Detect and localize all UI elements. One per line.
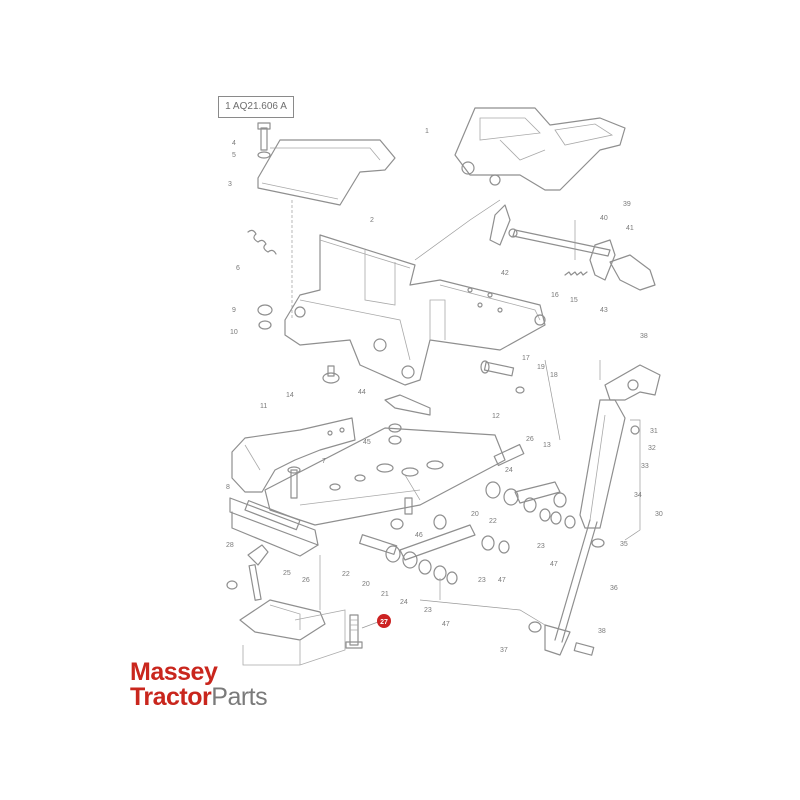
callout-label: 34 — [634, 492, 642, 499]
callout-label: 9 — [232, 307, 236, 314]
shaft-40 — [508, 228, 611, 257]
callout-label: 40 — [600, 215, 608, 222]
callout-label: 38 — [640, 333, 648, 340]
bolt-19 — [515, 386, 525, 394]
nut-9 — [257, 304, 273, 316]
front-bar-8 — [229, 497, 319, 557]
bolt-27 — [345, 614, 363, 649]
callout-labels: 4 5 3 1 2 6 39 40 41 42 16 15 43 9 10 38… — [226, 128, 663, 654]
link-chain-upper — [485, 443, 576, 529]
callout-label: 28 — [226, 542, 234, 549]
callout-label: 33 — [641, 463, 649, 470]
pin-28 — [247, 544, 269, 601]
callout-label: 19 — [537, 364, 545, 371]
callout-27-text: 27 — [380, 619, 388, 626]
callout-label: 31 — [650, 428, 658, 435]
callout-label: 44 — [358, 389, 366, 396]
callout-label: 47 — [442, 621, 450, 628]
pin-17 — [480, 360, 515, 377]
callout-label: 3 — [228, 181, 232, 188]
callout-label: 35 — [620, 541, 628, 548]
callout-label: 14 — [286, 392, 294, 399]
pin-7 — [287, 466, 301, 499]
bracket-44 — [384, 394, 431, 416]
callout-label: 21 — [381, 591, 389, 598]
washer-10 — [258, 320, 272, 330]
callout-label: 25 — [283, 570, 291, 577]
bracket-38 — [604, 364, 661, 401]
main-bracket — [284, 234, 546, 386]
lever-41 — [609, 254, 656, 291]
lever-43 — [589, 239, 616, 281]
callout-label: 20 — [471, 511, 479, 518]
callout-label: 2 — [370, 217, 374, 224]
callout-label: 1 — [425, 128, 429, 135]
callout-label: 22 — [489, 518, 497, 525]
cover-plate — [257, 139, 396, 206]
callout-label: 45 — [363, 439, 371, 446]
lever-42 — [489, 204, 511, 246]
bar-dashed — [242, 609, 346, 666]
brand-word-tractor: Tractor — [130, 683, 212, 711]
callout-label: 17 — [522, 355, 530, 362]
callout-label: 24 — [400, 599, 408, 606]
callout-label: 30 — [655, 511, 663, 518]
callout-label: 43 — [600, 307, 608, 314]
callout-label: 20 — [362, 581, 370, 588]
top-assembly — [454, 107, 626, 191]
callout-label: 12 — [492, 413, 500, 420]
callout-label: 23 — [478, 577, 486, 584]
callout-label: 47 — [550, 561, 558, 568]
callout-label: 13 — [543, 442, 551, 449]
callout-label: 16 — [551, 292, 559, 299]
callout-label: 8 — [226, 484, 230, 491]
callout-label: 26 — [302, 577, 310, 584]
link-chain-lower — [359, 514, 510, 585]
leader-lines — [270, 147, 641, 626]
clip-25 — [226, 580, 238, 590]
callout-label: 38 — [598, 628, 606, 635]
callout-label: 10 — [230, 329, 238, 336]
brand-word-parts: Parts — [211, 683, 268, 711]
knob-14 — [322, 365, 340, 384]
spring-6 — [247, 229, 277, 255]
callout-27-highlight[interactable]: 27 — [361, 614, 391, 629]
callout-label: 42 — [501, 270, 509, 277]
callout-label: 41 — [626, 225, 634, 232]
callout-label: 7 — [322, 458, 326, 465]
brand-line-1: Massey — [130, 658, 218, 686]
brand-logo[interactable]: Massey TractorParts — [130, 660, 300, 710]
drawbar-plate-12 — [264, 427, 506, 526]
callout-label: 32 — [648, 445, 656, 452]
callout-label: 11 — [260, 403, 267, 410]
callout-label: 23 — [537, 543, 545, 550]
bracket-26 — [239, 599, 326, 641]
callout-27-marker[interactable] — [377, 614, 391, 628]
hook-11 — [231, 417, 356, 493]
washer-45 — [388, 423, 402, 445]
callout-label: 4 — [232, 140, 236, 147]
callout-label: 36 — [610, 585, 618, 592]
callout-label: 23 — [424, 607, 432, 614]
reference-code-box: 1 AQ21.606 A — [218, 96, 294, 118]
spring-15 — [564, 271, 588, 276]
brand-line-2: TractorParts — [130, 685, 300, 710]
bolt-46 — [390, 497, 413, 530]
callout-label: 46 — [415, 532, 423, 539]
bolt-4 — [257, 122, 271, 159]
callout-label: 26 — [526, 436, 534, 443]
callout-label: 5 — [232, 152, 236, 159]
callout-label: 37 — [500, 647, 508, 654]
callout-label: 15 — [570, 297, 578, 304]
callout-label: 18 — [550, 372, 558, 379]
callout-label: 47 — [498, 577, 506, 584]
hydraulic-cylinder — [528, 399, 640, 656]
callout-label: 22 — [342, 571, 350, 578]
callout-label: 24 — [505, 467, 513, 474]
callout-label: 6 — [236, 265, 240, 272]
callout-label: 39 — [623, 201, 631, 208]
